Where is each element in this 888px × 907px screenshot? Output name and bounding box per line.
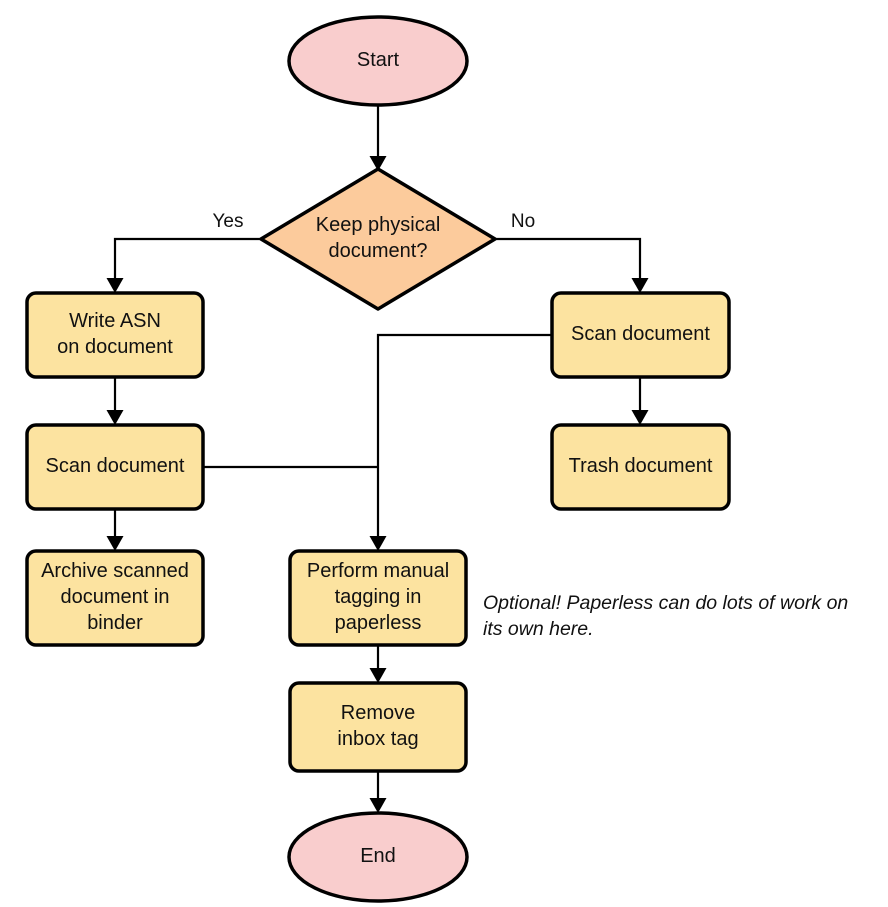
- edge-remove-tag-to-end: [369, 771, 387, 813]
- edge-arrowhead: [106, 410, 124, 425]
- edge-write-asn-to-scan-left: [106, 377, 124, 425]
- annotations-layer: Optional! Paperless can do lots of work …: [483, 592, 848, 640]
- annotation-optional-note: Optional! Paperless can do lots of work …: [483, 592, 848, 640]
- edge-decision-no: No: [495, 211, 649, 293]
- edge-arrowhead: [631, 410, 649, 425]
- node-scan-right[interactable]: Scan document: [550, 291, 731, 379]
- edge-tagging-to-remove-tag: [369, 645, 387, 683]
- node-label: Scan document: [46, 455, 185, 477]
- node-shape-ellipse: [287, 15, 469, 107]
- node-shape-rect: [550, 291, 731, 379]
- node-label: Scan document: [571, 323, 710, 345]
- node-label: End: [360, 845, 396, 867]
- node-trash-document[interactable]: Trash document: [550, 423, 731, 511]
- edge-arrowhead: [631, 278, 649, 293]
- node-label: Start: [357, 49, 400, 71]
- node-shape-rect: [25, 423, 205, 511]
- node-label: Trash document: [569, 455, 713, 477]
- node-shape-rect: [25, 291, 205, 379]
- node-scan-left[interactable]: Scan document: [25, 423, 205, 511]
- edge-line: [376, 333, 552, 546]
- edge-arrowhead: [106, 536, 124, 551]
- edge-scan-right-to-tagging: [369, 333, 552, 551]
- node-shape-rect: [288, 681, 468, 773]
- edge-arrowhead: [369, 798, 387, 813]
- edge-line: [495, 237, 642, 288]
- edge-label-decision-yes: Yes: [213, 211, 244, 232]
- node-start[interactable]: Start: [287, 15, 469, 107]
- edge-arrowhead: [369, 156, 387, 171]
- edge-arrowhead: [369, 668, 387, 683]
- edge-start-to-decision: [369, 105, 387, 171]
- edge-arrowhead: [369, 536, 387, 551]
- node-shape-diamond: [259, 167, 497, 311]
- node-shape-rect: [25, 549, 205, 647]
- edge-scan-right-to-trash: [631, 377, 649, 425]
- node-shape-rect: [550, 423, 731, 511]
- edge-label-decision-no: No: [511, 211, 535, 232]
- node-shape-ellipse: [287, 811, 469, 903]
- node-end[interactable]: End: [287, 811, 469, 903]
- edge-decision-yes: Yes: [106, 211, 261, 293]
- edge-scan-left-to-archive: [106, 509, 124, 551]
- edges-layer: Yes No: [106, 105, 649, 813]
- edge-arrowhead: [106, 278, 124, 293]
- node-shape-rect: [288, 549, 468, 647]
- edge-line: [113, 237, 261, 288]
